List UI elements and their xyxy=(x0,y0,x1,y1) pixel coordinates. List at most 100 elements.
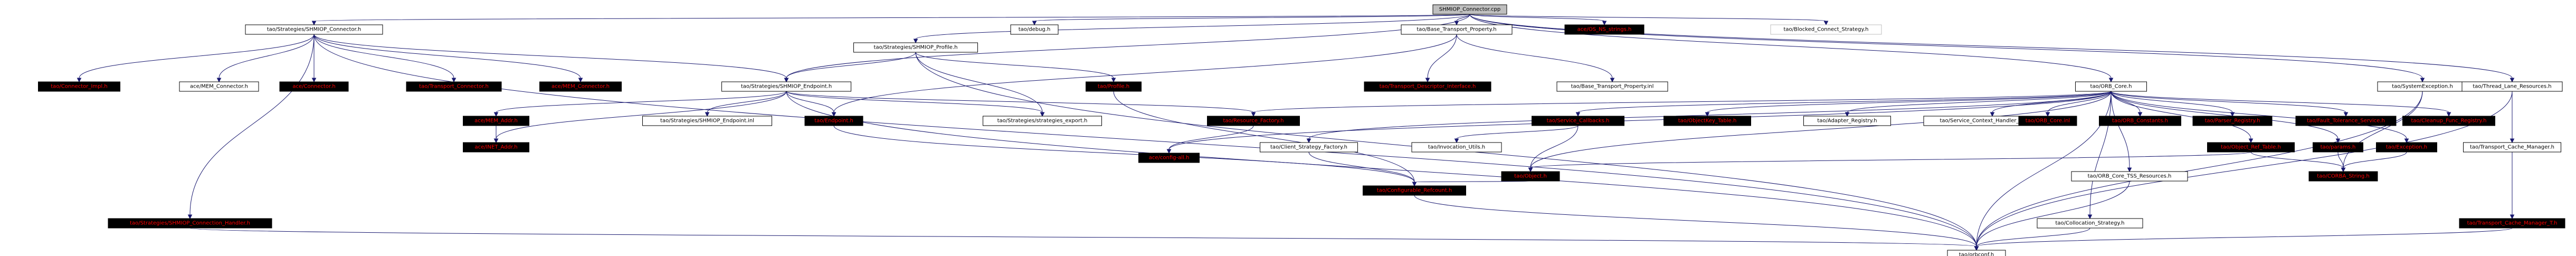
edge-endpoint_h-to-strategies_export xyxy=(786,91,1045,117)
node-collocation[interactable]: tao/Collocation_Strategy.h xyxy=(2037,218,2143,229)
node-root: SHMIOP_Connector.cpp xyxy=(1432,4,1507,15)
node-label: tao/Strategies/SHMIOP_Endpoint.inl xyxy=(660,118,754,124)
node-objkey_table[interactable]: tao/ObjectKey_Table.h xyxy=(1664,116,1751,126)
edge-orb_core-to-resource_factory xyxy=(1251,91,2112,117)
node-label: tao/Service_Callbacks.h xyxy=(1547,118,1610,124)
node-conn_h[interactable]: tao/Strategies/SHMIOP_Connector.h xyxy=(245,24,383,35)
node-params[interactable]: tao/params.h xyxy=(2313,142,2363,153)
edge-conn_h-to-ace_memconn xyxy=(216,34,315,83)
edge-root-to-tlr xyxy=(1469,14,2515,83)
node-label: tao/Strategies/SHMIOP_Profile.h xyxy=(874,45,958,51)
node-ace_memconn[interactable]: ace/MEM_Connector.h xyxy=(179,81,259,92)
edge-profile_h-to-strategies_export xyxy=(915,52,1045,117)
node-orb_core_inl[interactable]: tao/ORB_Core.inl xyxy=(2018,116,2077,126)
node-label: tao/Transport_Descriptor_Interface.h xyxy=(1380,84,1476,90)
node-label: tao/Object.h xyxy=(1514,174,1547,179)
node-tcm_t[interactable]: tao/Transport_Cache_Manager_T.h xyxy=(2459,218,2565,229)
node-orbconf[interactable]: tao/orbconf.h xyxy=(1947,250,2006,256)
edge-endpoint_h-to-ace_mem_addr xyxy=(493,91,787,117)
node-label: tao/Transport_Cache_Manager.h xyxy=(2470,145,2554,150)
node-label: tao/ORB_Core.inl xyxy=(2026,118,2070,124)
node-conf_refcount[interactable]: tao/Configurable_Refcount.h xyxy=(1363,185,1466,196)
node-label: tao/ObjectKey_Table.h xyxy=(1678,118,1737,124)
node-label: ace/INET_Addr.h xyxy=(474,145,517,150)
edge-ace_mem_addr-to-ace_inet_addr xyxy=(493,126,499,144)
node-adapter_reg[interactable]: tao/Adapter_Registry.h xyxy=(1803,116,1891,126)
node-ace_inet_addr[interactable]: ace/INET_Addr.h xyxy=(463,142,529,153)
node-endpoint_h[interactable]: tao/Strategies/SHMIOP_Endpoint.h xyxy=(721,81,851,92)
node-blocked[interactable]: tao/Blocked_Connect_Strategy.h xyxy=(1770,24,1882,35)
graph-edges xyxy=(77,14,2515,251)
node-conn_handler[interactable]: tao/Strategies/SHMIOP_Connection_Handler… xyxy=(108,218,272,229)
node-ace_config[interactable]: ace/config-all.h xyxy=(1138,153,1200,163)
node-ace_mem_addr[interactable]: ace/MEM_Addr.h xyxy=(463,116,529,126)
node-client_strategy[interactable]: tao/Client_Strategy_Factory.h xyxy=(1260,142,1358,153)
edge-profile_h-to-profile xyxy=(915,52,1116,83)
node-label: tao/Endpoint.h xyxy=(814,118,853,124)
node-cleanup_reg[interactable]: tao/Cleanup_Func_Registry.h xyxy=(2402,116,2495,126)
node-label: tao/Collocation_Strategy.h xyxy=(2055,221,2124,226)
node-conn_impl[interactable]: tao/Connector_Impl.h xyxy=(38,81,120,92)
edge-tlr-to-tcm xyxy=(2510,91,2515,144)
edge-service_callbacks-to-object xyxy=(1528,125,1579,173)
edge-resource_factory-to-ace_config xyxy=(1166,125,1254,154)
edge-orb_core-to-objkey_table xyxy=(1705,91,2112,117)
edge-orb_core-to-cleanup_reg xyxy=(2111,91,2451,117)
node-tcm[interactable]: tao/Transport_Cache_Manager.h xyxy=(2463,142,2561,153)
node-label: tao/Strategies/strategies_export.h xyxy=(997,118,1088,124)
node-label: tao/Transport_Connector.h xyxy=(419,84,489,90)
node-invocation_utils[interactable]: tao/Invocation_Utils.h xyxy=(1411,142,1502,153)
node-btp_inl[interactable]: tao/Base_Transport_Property.inl xyxy=(1556,81,1668,92)
node-label: ace/config-all.h xyxy=(1149,155,1190,161)
node-transport_conn[interactable]: tao/Transport_Connector.h xyxy=(406,81,502,92)
edge-conn_handler-to-orbconf xyxy=(189,227,1979,251)
node-profile_h[interactable]: tao/Strategies/SHMIOP_Profile.h xyxy=(853,42,978,53)
node-strategies_export[interactable]: tao/Strategies/strategies_export.h xyxy=(983,116,1102,126)
node-os_ns[interactable]: ace/OS_NS_strings.h xyxy=(1564,24,1645,35)
node-sysexc[interactable]: tao/SystemException.h xyxy=(2377,81,2468,92)
edge-orb_core-to-orb_core_inl xyxy=(2045,91,2112,117)
node-resource_factory[interactable]: tao/Resource_Factory.h xyxy=(1207,116,1300,126)
node-service_callbacks[interactable]: tao/Service_Callbacks.h xyxy=(1532,116,1624,126)
node-label: tao/Configurable_Refcount.h xyxy=(1377,188,1452,194)
node-base_tp[interactable]: tao/Base_Transport_Property.h xyxy=(1401,24,1513,35)
node-label: tao/Thread_Lane_Resources.h xyxy=(2473,84,2551,90)
edge-orb_core-to-service_callbacks xyxy=(1575,91,2112,117)
node-tlr[interactable]: tao/Thread_Lane_Resources.h xyxy=(2461,81,2563,92)
node-label: tao/Exception.h xyxy=(2386,145,2427,150)
node-objref_table[interactable]: tao/Object_Ref_Table.h xyxy=(2207,142,2295,153)
edge-orb_core-to-exception xyxy=(2111,91,2409,144)
node-tdi[interactable]: tao/Transport_Descriptor_Interface.h xyxy=(1364,81,1491,92)
node-label: ace/Connector.h xyxy=(292,84,335,90)
node-orb_constants[interactable]: tao/ORB_Constants.h xyxy=(2099,116,2181,126)
node-label: tao/orbconf.h xyxy=(1959,252,1994,256)
edge-endpoint-to-conf_refcount xyxy=(833,125,1417,187)
edge-root-to-profile_h xyxy=(913,14,1470,44)
edge-exception-to-corba_string xyxy=(2341,151,2407,173)
node-endpoint[interactable]: tao/Endpoint.h xyxy=(804,116,863,126)
node-label: tao/Invocation_Utils.h xyxy=(1428,145,1485,150)
node-label: tao/Base_Transport_Property.h xyxy=(1417,27,1496,33)
node-exception[interactable]: tao/Exception.h xyxy=(2376,142,2437,153)
node-ft_service[interactable]: tao/Fault_Tolerance_Service.h xyxy=(2295,116,2397,126)
node-endpoint_inl[interactable]: tao/Strategies/SHMIOP_Endpoint.inl xyxy=(642,116,772,126)
node-orb_core_tss[interactable]: tao/ORB_Core_TSS_Resources.h xyxy=(2071,171,2188,182)
node-ace_connector[interactable]: ace/Connector.h xyxy=(279,81,349,92)
node-label: tao/Object_Ref_Table.h xyxy=(2221,145,2281,150)
edge-orb_core-to-parser_reg xyxy=(2111,91,2235,117)
node-debug[interactable]: tao/debug.h xyxy=(1010,24,1059,35)
node-object[interactable]: tao/Object.h xyxy=(1501,171,1560,182)
node-label: tao/Cleanup_Func_Registry.h xyxy=(2411,118,2486,124)
node-corba_string[interactable]: tao/CORBA_String.h xyxy=(2308,171,2378,182)
edge-root-to-debug xyxy=(1032,14,1470,26)
node-label: tao/Client_Strategy_Factory.h xyxy=(1270,145,1347,150)
edge-conn_h-to-transport_conn xyxy=(313,34,457,83)
node-profile[interactable]: tao/Profile.h xyxy=(1086,81,1142,92)
edge-root-to-conn_h xyxy=(311,14,1470,26)
edge-orb_core-to-orb_core_tss xyxy=(2111,91,2132,173)
node-orb_core[interactable]: tao/ORB_Core.h xyxy=(2075,81,2147,92)
node-label: tao/Adapter_Registry.h xyxy=(1817,118,1877,124)
node-ace_mem_conn2[interactable]: ace/MEM_Connector.h xyxy=(539,81,622,92)
node-parser_reg[interactable]: tao/Parser_Registry.h xyxy=(2192,116,2273,126)
node-label: tao/Profile.h xyxy=(1098,84,1129,90)
